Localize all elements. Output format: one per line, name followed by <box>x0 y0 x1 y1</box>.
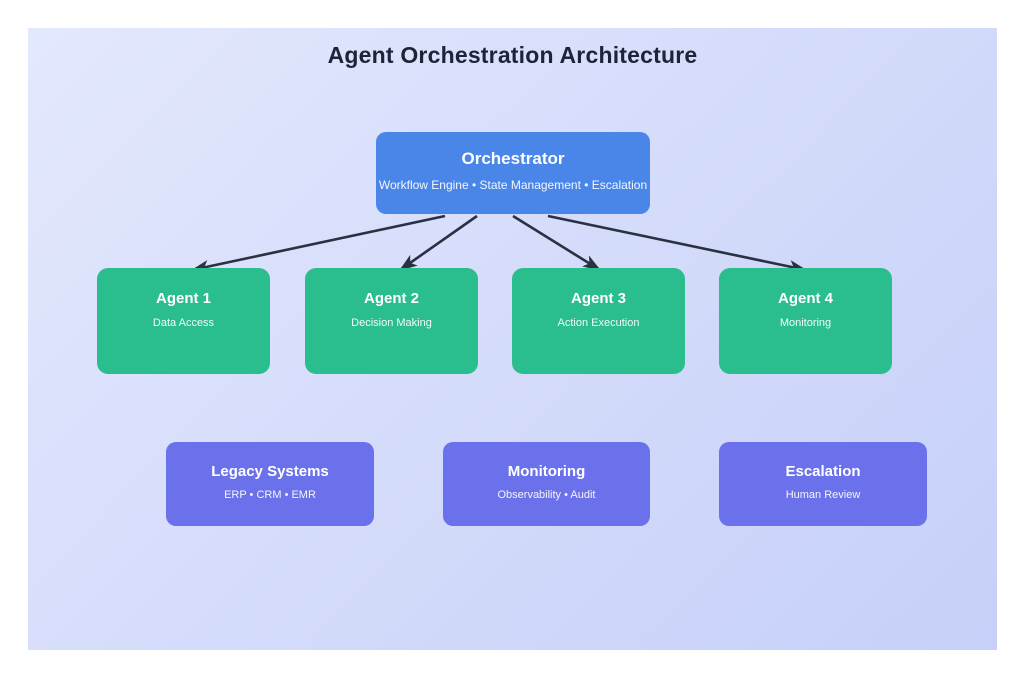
node-legacy-systems-sublabel: ERP • CRM • EMR <box>224 489 316 501</box>
node-monitoring[interactable]: Monitoring Observability • Audit <box>443 442 650 526</box>
node-agent-1-label: Agent 1 <box>155 290 211 307</box>
node-agent-2-label: Agent 2 <box>363 290 419 307</box>
node-monitoring-label: Monitoring <box>507 463 586 480</box>
node-orchestrator-sublabel: Workflow Engine • State Management • Esc… <box>378 178 648 192</box>
node-escalation[interactable]: Escalation Human Review <box>719 442 927 526</box>
node-agent-1[interactable]: Agent 1 Data Access <box>97 268 270 374</box>
node-escalation-sublabel: Human Review <box>785 489 861 501</box>
node-legacy-systems[interactable]: Legacy Systems ERP • CRM • EMR <box>166 442 374 526</box>
node-legacy-systems-label: Legacy Systems <box>211 463 329 480</box>
node-agent-4[interactable]: Agent 4 Monitoring <box>719 268 892 374</box>
node-agent-2-sublabel: Decision Making <box>351 317 432 329</box>
node-agent-4-sublabel: Monitoring <box>779 317 832 329</box>
node-agent-1-sublabel: Data Access <box>152 317 215 329</box>
node-agent-3[interactable]: Agent 3 Action Execution <box>512 268 685 374</box>
node-agent-2[interactable]: Agent 2 Decision Making <box>305 268 478 374</box>
diagram-title: Agent Orchestration Architecture <box>327 42 698 68</box>
node-orchestrator[interactable]: Orchestrator Workflow Engine • State Man… <box>376 132 650 214</box>
node-agent-3-sublabel: Action Execution <box>557 317 640 329</box>
node-monitoring-sublabel: Observability • Audit <box>497 489 596 501</box>
node-agent-3-label: Agent 3 <box>570 290 626 307</box>
node-agent-4-label: Agent 4 <box>777 290 833 307</box>
node-escalation-label: Escalation <box>785 463 861 480</box>
node-orchestrator-label: Orchestrator <box>461 149 565 168</box>
